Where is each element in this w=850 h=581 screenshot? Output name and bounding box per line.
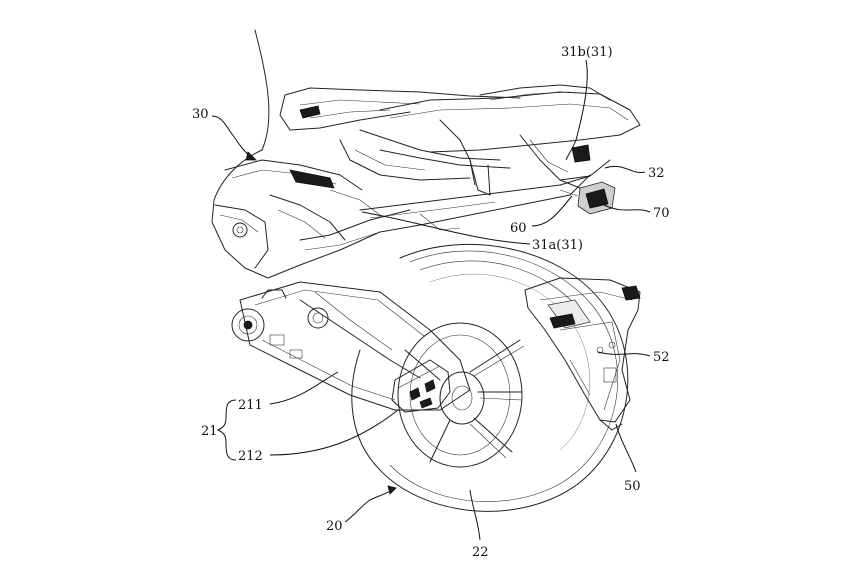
reflector-unit xyxy=(559,179,616,215)
label-20: 20 xyxy=(326,519,343,534)
label-211: 211 xyxy=(238,398,263,413)
label-60: 60 xyxy=(510,221,527,236)
label-31b: 31b(31) xyxy=(561,45,613,60)
label-21: 21 xyxy=(201,424,218,439)
label-50: 50 xyxy=(624,479,641,494)
swing-arm xyxy=(231,281,471,413)
label-31a: 31a(31) xyxy=(532,238,583,253)
rear-fender xyxy=(524,277,641,431)
label-70: 70 xyxy=(653,206,670,221)
rear-wheel xyxy=(351,243,629,512)
label-32: 32 xyxy=(648,166,665,181)
label-212: 212 xyxy=(238,449,263,464)
label-22: 22 xyxy=(472,545,489,560)
label-30: 30 xyxy=(192,107,209,122)
rear-body xyxy=(211,29,591,279)
label-52: 52 xyxy=(653,350,670,365)
leader-lines xyxy=(211,59,651,541)
reference-labels: 30 31b(31) 32 70 60 31a(31) 52 211 21 21… xyxy=(192,45,670,560)
carrier-rack xyxy=(359,84,641,231)
